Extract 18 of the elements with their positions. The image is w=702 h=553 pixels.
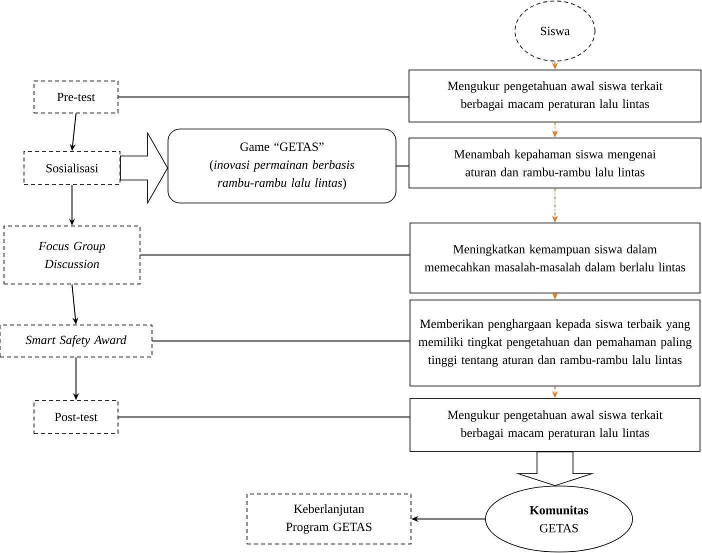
- block-arrow: [120, 131, 168, 204]
- stage-box: Smart Safety Award: [0, 324, 152, 358]
- stage-box: Post-test: [34, 400, 118, 434]
- connector-line: [140, 254, 410, 256]
- block-arrow: [515, 452, 595, 486]
- description-box: Mengukur pengetahuan awal siswa terkait berbagai macam peraturan lalu lintas: [410, 398, 700, 452]
- stage-box: Keberlanjutan Program GETAS: [246, 494, 412, 544]
- description-box: Menambah kepahaman siswa mengenai aturan dan rambu-rambu lalu lintas: [408, 138, 702, 188]
- description-box: Meningkatkan kemampuan siswa dalam memecahkan masalah-masalah dalam berlalu lintas: [410, 222, 700, 294]
- connector-line: [118, 416, 410, 418]
- description-box: Memberikan penghargaan kepada siswa terbaik yang memiliki tingkat pengetahuan dan pemahaman paling tinggi tentang aturan dan rambu-rambu lalu lintas: [410, 300, 700, 386]
- game-box: Game “GETAS” (inovasi permainan berbasis rambu-rambu lalu lintas): [168, 128, 396, 204]
- connector-line: [118, 96, 410, 98]
- connector-line: [152, 340, 410, 342]
- stage-box: Pre-test: [34, 80, 118, 114]
- description-box: Mengukur pengetahuan awal siswa terkait berbagai macam peraturan lalu lintas: [408, 70, 702, 122]
- stage-box: Sosialisasi: [24, 151, 120, 185]
- stage-box: Focus Group Discussion: [4, 226, 140, 284]
